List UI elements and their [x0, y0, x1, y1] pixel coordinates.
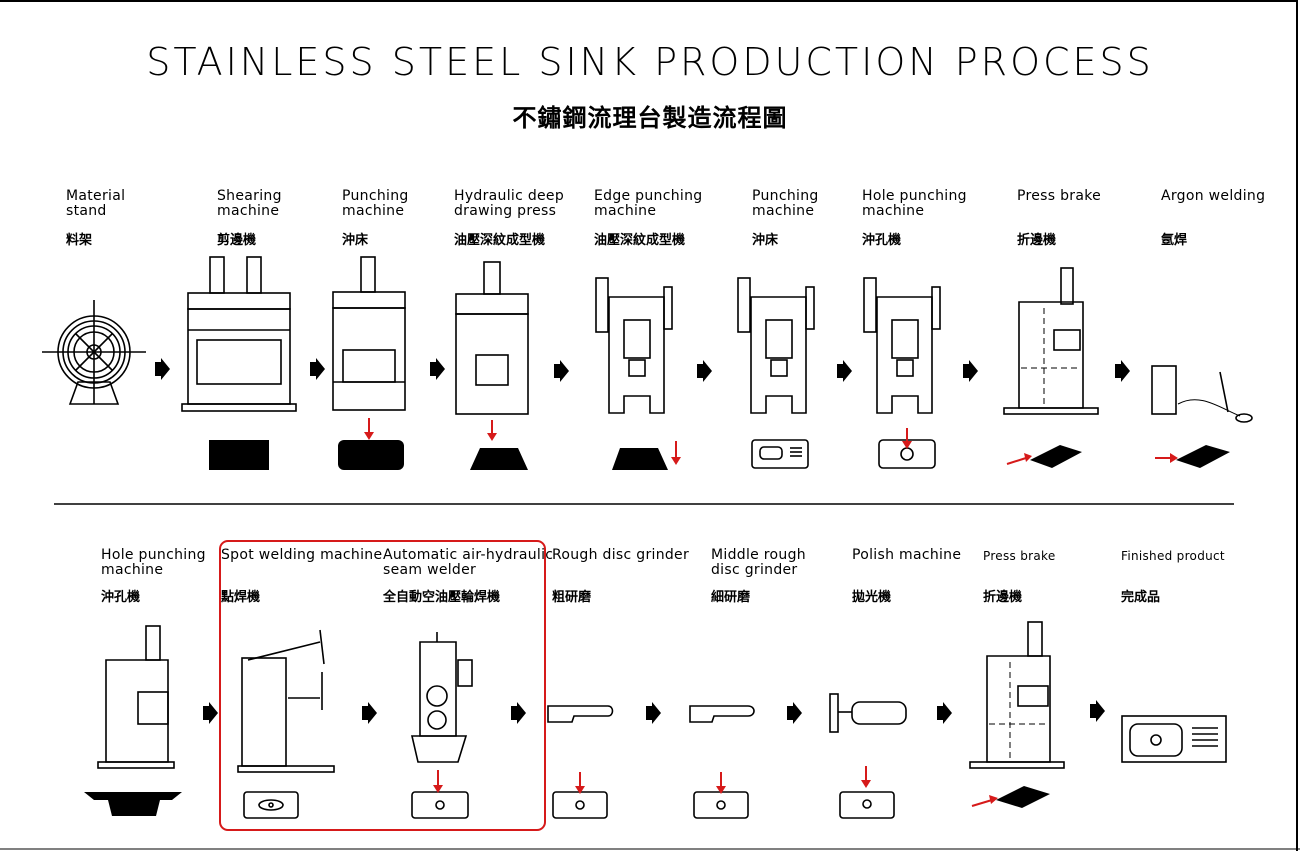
punched-piece — [751, 439, 809, 469]
diagram-title: STAINLESS STEEL SINK PRODUCTION PROCESS — [146, 40, 1154, 84]
argon-welding-drawing — [1151, 365, 1253, 423]
flow-arrow — [362, 702, 377, 724]
step-5-label-zh: 油壓深紋成型機 — [594, 233, 686, 248]
flow-arrow — [787, 702, 802, 724]
hydraulic-press-drawing — [455, 261, 529, 415]
punching-machine-drawing — [332, 256, 406, 411]
step-10-label-zh: 沖孔機 — [101, 590, 141, 605]
folded-piece-2 — [996, 786, 1050, 808]
step-16-label: Press brake — [983, 549, 1056, 563]
red-arrows-row2 — [433, 766, 998, 807]
flow-arrow — [697, 360, 712, 382]
drawn-piece — [456, 448, 540, 470]
middle-piece — [693, 791, 749, 819]
flow-arrow — [937, 702, 952, 724]
step-9-label-zh: 氬焊 — [1161, 233, 1188, 248]
step-4-label-zh: 油壓深紋成型機 — [454, 233, 546, 248]
punching-machine-2-drawing — [737, 277, 815, 414]
spot-piece — [243, 791, 299, 819]
step-12-label-zh: 全自動空油壓輪焊機 — [383, 590, 501, 605]
blank-piece — [338, 440, 404, 470]
step-3-label: Punching machine — [342, 188, 409, 219]
flow-arrow — [310, 358, 325, 380]
spot-welder-drawing — [237, 629, 335, 773]
step-13-label-zh: 粗研磨 — [552, 590, 592, 605]
flow-arrow — [155, 358, 170, 380]
press-brake-2-drawing — [969, 621, 1065, 769]
folded-piece — [1030, 445, 1082, 468]
shearing-machine-drawing — [181, 256, 297, 412]
step-7-label-zh: 沖孔機 — [862, 233, 902, 248]
flow-arrow — [963, 360, 978, 382]
step-7-label: Hole punching machine — [862, 188, 967, 219]
step-11-label: Spot welding machine — [221, 547, 383, 563]
step-14-label-zh: 細研磨 — [711, 590, 751, 605]
tray-piece — [84, 792, 182, 816]
step-3-label-zh: 沖床 — [342, 233, 369, 248]
edge-punching-drawing — [595, 277, 673, 414]
step-4-label: Hydraulic deep drawing press — [454, 188, 565, 219]
polished-piece — [839, 791, 895, 819]
flow-arrow — [1090, 700, 1105, 722]
step-9-label: Argon welding — [1161, 188, 1266, 204]
step-8-label: Press brake — [1017, 188, 1102, 204]
step-6-label: Punching machine — [752, 188, 819, 219]
finished-sink-drawing — [1121, 715, 1227, 763]
step-1-label: Material stand — [66, 188, 126, 219]
step-8-label-zh: 折邊機 — [1017, 233, 1057, 248]
red-arrows-row1 — [364, 418, 1178, 465]
flow-arrow — [554, 360, 569, 382]
step-13-label: Rough disc grinder — [552, 547, 690, 563]
step-14-label: Middle rough disc grinder — [711, 547, 806, 578]
polish-machine-drawing — [829, 693, 907, 733]
flow-arrow — [1115, 360, 1130, 382]
rough-grinder-drawing — [547, 705, 614, 723]
step-1-label-zh: 料架 — [66, 233, 93, 248]
press-brake-drawing — [1003, 267, 1099, 415]
hole-punching-2-drawing — [97, 625, 175, 769]
step-6-label-zh: 沖床 — [752, 233, 779, 248]
flow-arrow — [203, 702, 218, 724]
step-2-label-zh: 剪邊機 — [217, 233, 257, 248]
middle-grinder-drawing — [689, 705, 755, 723]
step-11-label-zh: 點焊機 — [221, 590, 261, 605]
step-17-label-zh: 完成品 — [1121, 590, 1161, 605]
rough-piece — [552, 791, 608, 819]
welding-highlight-box — [219, 540, 546, 831]
step-15-label: Polish machine — [852, 547, 962, 563]
welded-piece — [1176, 445, 1230, 468]
flow-arrow — [430, 358, 445, 380]
step-2-label: Shearing machine — [217, 188, 282, 219]
step-15-label-zh: 拋光機 — [852, 590, 892, 605]
step-16-label-zh: 折邊機 — [983, 590, 1023, 605]
step-10-label: Hole punching machine — [101, 547, 206, 578]
seam-welder-drawing — [410, 632, 473, 763]
flow-arrow — [511, 702, 526, 724]
flow-arrow — [646, 702, 661, 724]
flow-arrow — [837, 360, 852, 382]
trimmed-piece — [598, 448, 680, 470]
sheet-piece — [209, 440, 269, 470]
material-stand-drawing — [42, 300, 146, 405]
hole-punching-drawing — [863, 277, 941, 414]
step-17-label: Finished product — [1121, 549, 1225, 563]
step-5-label: Edge punching machine — [594, 188, 703, 219]
diagram-subtitle: 不鏽鋼流理台製造流程圖 — [512, 104, 788, 132]
seam-piece — [411, 791, 469, 819]
step-12-label: Automatic air-hydraulic seam welder — [383, 547, 554, 578]
